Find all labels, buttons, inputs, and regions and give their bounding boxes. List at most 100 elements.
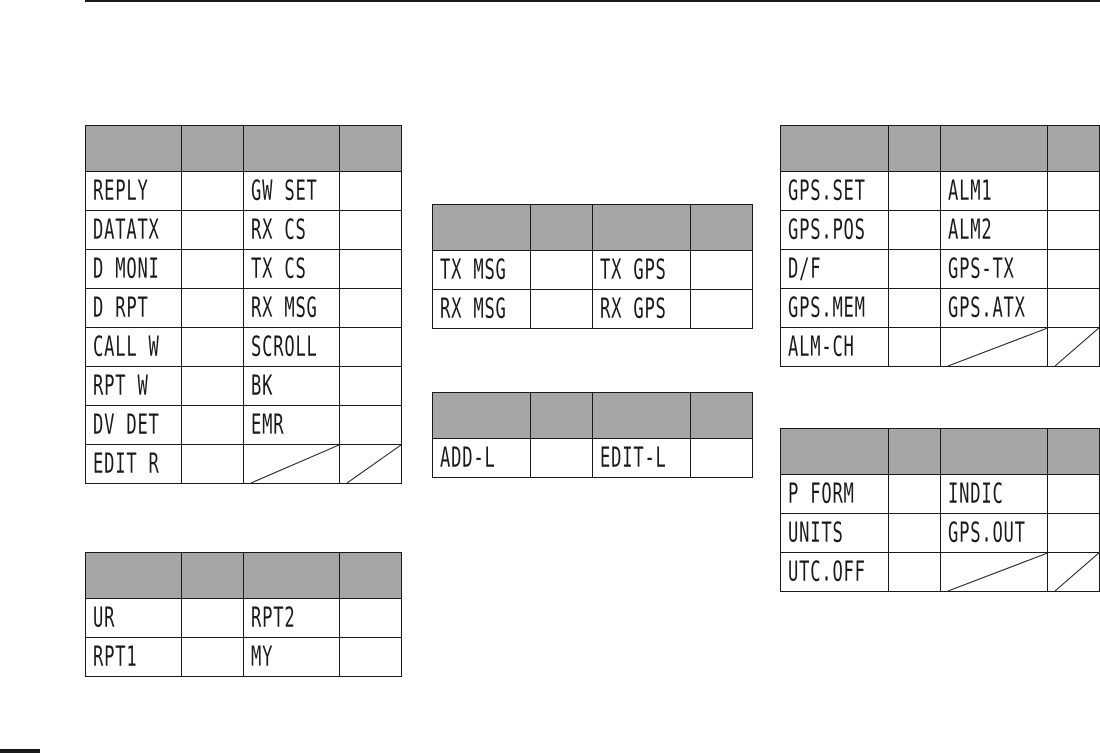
table-row: RPT1 MY [85,637,402,677]
lcd-label: ALM1 [939,171,1049,211]
unused-cell [1047,552,1100,592]
blank-cell [181,171,244,211]
table-header-row [432,204,753,251]
lcd-label-text: GPS.ATX [947,292,1026,324]
table-row: P FORM INDIC [780,474,1100,514]
lcd-label-text: REPLY [93,175,149,207]
lcd-label: TX GPS [592,250,691,290]
header-cell [939,428,1049,475]
menu-table-mid-bottom: ADD-L EDIT-L [432,392,753,478]
unused-cell [939,327,1049,367]
lcd-label: GPS.ATX [939,288,1049,328]
table-row: DATATX RX CS [85,210,402,250]
blank-cell [181,327,244,367]
lcd-label: GPS.POS [780,210,889,250]
lcd-label-text: GW SET [251,175,318,207]
blank-cell [181,366,244,406]
lcd-label: GPS.MEM [780,288,889,328]
lcd-label: TX CS [243,249,340,289]
blank-cell [887,288,941,328]
blank-cell [887,249,941,289]
lcd-label-text: ALM1 [947,175,992,207]
lcd-label-text: D/F [788,253,822,285]
blank-cell [339,288,402,328]
header-cell [339,552,402,599]
header-cell [530,392,593,439]
header-cell [339,125,402,172]
blank-cell [1047,249,1100,289]
lcd-label-text: DV DET [93,409,160,441]
lcd-label: INDIC [939,474,1049,514]
header-cell [690,204,753,251]
header-cell [887,428,941,475]
lcd-label: MY [243,637,340,677]
lcd-label: D/F [780,249,889,289]
table-row: D/F GPS-TX [780,249,1100,289]
lcd-label-text: RX MSG [440,293,507,325]
header-cell [243,552,340,599]
lcd-label: EDIT R [85,444,182,484]
lcd-label: RX CS [243,210,340,250]
lcd-label-text: D RPT [93,292,149,324]
blank-cell [690,438,753,478]
lcd-label-text: P FORM [788,478,855,510]
lcd-label-text: EDIT R [93,448,160,480]
lcd-label: RX MSG [243,288,340,328]
lcd-label-text: UTC.OFF [788,556,866,588]
header-cell [530,204,593,251]
blank-cell [339,249,402,289]
lcd-label-text: RX MSG [251,292,318,324]
table-row: ADD-L EDIT-L [432,438,753,478]
lcd-label-text: INDIC [947,478,1004,510]
header-cell [780,428,889,475]
blank-cell [339,637,402,677]
table-row: GPS.MEM GPS.ATX [780,288,1100,328]
menu-table-left-top: REPLY GW SET DATATX RX CS D MONI TX CS D RPT RX… [85,125,402,484]
lcd-label: REPLY [85,171,182,211]
lcd-label: EDIT-L [592,438,691,478]
header-cell [1047,125,1100,172]
lcd-label-text: GPS.MEM [788,292,866,324]
header-cell [243,125,340,172]
blank-cell [339,327,402,367]
blank-cell [887,474,941,514]
lcd-label: RX GPS [592,289,691,329]
header-cell [1047,428,1100,475]
table-header-row [432,392,753,439]
header-cell [690,392,753,439]
lcd-label: SCROLL [243,327,340,367]
lcd-label-text: RPT W [93,370,149,402]
blank-cell [690,289,753,329]
lcd-label: GPS-TX [939,249,1049,289]
blank-cell [181,598,244,638]
blank-cell [887,513,941,553]
blank-cell [339,366,402,406]
blank-cell [887,210,941,250]
header-cell [780,125,889,172]
blank-cell [181,637,244,677]
lcd-label: DV DET [85,405,182,445]
table-row: GPS.POS ALM2 [780,210,1100,250]
lcd-label: ADD-L [432,438,531,478]
lcd-label-text: CALL W [93,331,160,363]
lcd-label-text: TX CS [251,253,307,285]
header-cell [181,125,244,172]
lcd-label-text: UR [93,602,116,634]
header-cell [85,552,182,599]
unused-cell [243,444,340,484]
page-edge-mark [0,749,40,753]
lcd-label-text: EDIT-L [600,442,667,474]
lcd-label-text: D MONI [93,253,160,285]
lcd-label-text: DATATX [93,214,160,246]
lcd-label: ALM2 [939,210,1049,250]
blank-cell [339,598,402,638]
lcd-label-text: MY [251,641,274,673]
lcd-label: RPT1 [85,637,182,677]
header-cell [939,125,1049,172]
